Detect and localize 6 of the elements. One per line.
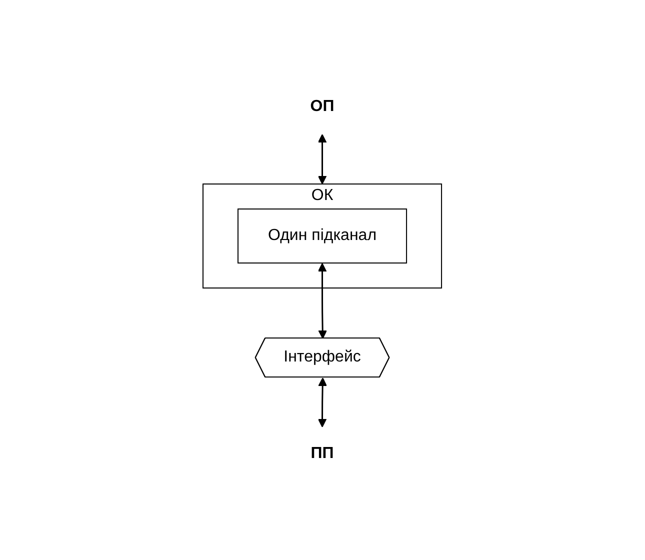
arrow [318,262,328,338]
node-box: Один підканал [238,208,408,263]
arrow [318,134,327,184]
node-text: ПП [311,444,334,462]
arrow [318,377,328,427]
node-text: ОП [310,98,334,114]
